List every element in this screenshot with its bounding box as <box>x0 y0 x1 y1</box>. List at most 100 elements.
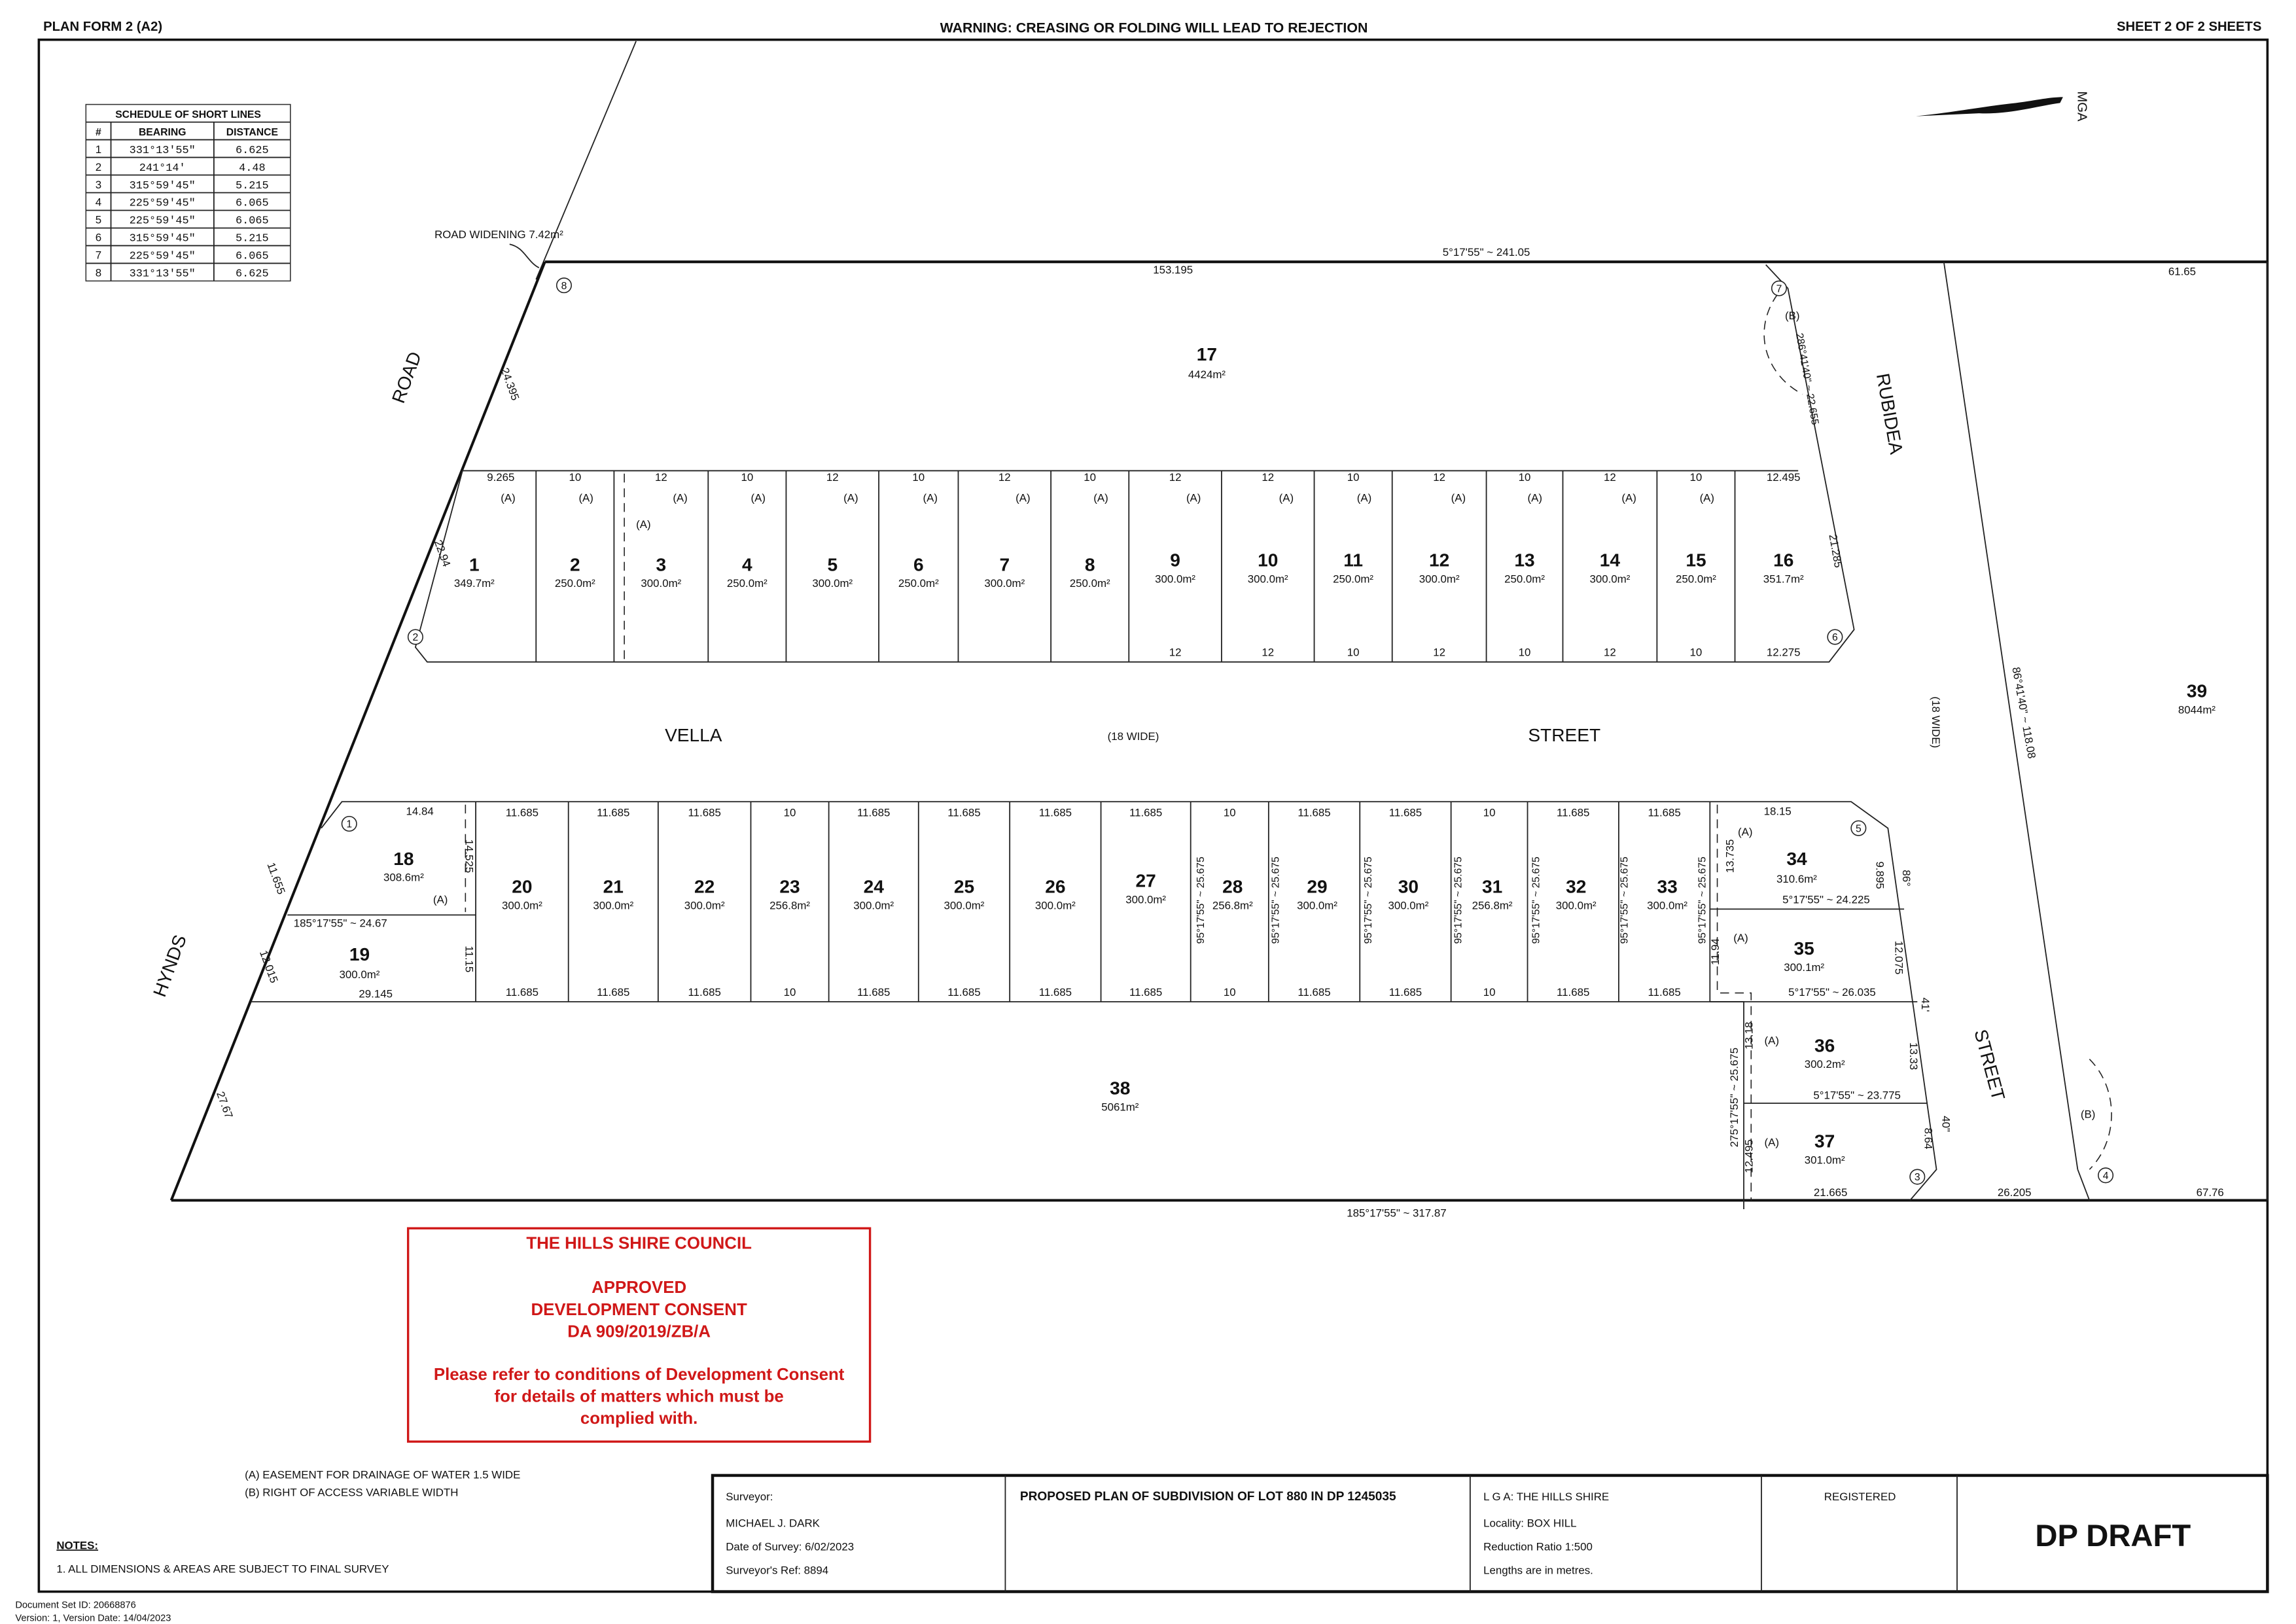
lot-rear-dimension: 11.685 <box>597 986 629 998</box>
lot-rear-dimension: 10 <box>784 986 796 998</box>
lot-area: 300.0m² <box>1419 573 1460 585</box>
lot-frontage: 12.495 <box>1767 471 1801 484</box>
easement-tag: (A) <box>1621 492 1636 504</box>
easement-tag: (A) <box>1451 492 1466 504</box>
lot-number: 28 <box>1222 877 1243 897</box>
lot-area: 250.0m² <box>1333 573 1373 585</box>
lot-area: 250.0m² <box>727 577 768 590</box>
plan-annotation: 40" <box>1940 1116 1952 1132</box>
lot-frontage: 11.685 <box>1389 807 1422 819</box>
lot-number: 15 <box>1686 550 1706 571</box>
lot-rear-dimension: 12 <box>1169 646 1182 659</box>
lot-number: 19 <box>349 944 370 964</box>
lot-rear-dimension: 11.685 <box>1648 986 1680 998</box>
lot-number: 14 <box>1600 550 1621 571</box>
lot-number: 25 <box>954 877 974 897</box>
lot-frontage: 12 <box>1262 471 1274 484</box>
lot-frontage: 10 <box>912 471 925 484</box>
lot-number: 22 <box>694 877 715 897</box>
registered-label: REGISTERED <box>1824 1491 1896 1503</box>
easement-tag: (A) <box>1764 1034 1778 1047</box>
lot-number: 27 <box>1136 871 1156 891</box>
plan-annotation: 67.76 <box>2197 1186 2224 1199</box>
lot-frontage: 12 <box>826 471 839 484</box>
plan-annotation: 12.075 <box>1893 941 1905 975</box>
lot-area: 300.1m² <box>1784 961 1824 974</box>
plan-annotation: 27.67 <box>214 1090 235 1120</box>
lot-number: 33 <box>1657 877 1677 897</box>
lot-rear-dimension: 12 <box>1433 646 1445 659</box>
surveyor-name: MICHAEL J. DARK <box>726 1517 820 1530</box>
table-cell: 5.215 <box>236 233 269 245</box>
lot-rear-dimension: 11.685 <box>1298 986 1330 998</box>
table-cell: 315°59'45" <box>130 180 196 192</box>
plan-annotation: HYNDS <box>149 932 190 1000</box>
easement-tag: (A) <box>1528 492 1542 504</box>
lot-area: 250.0m² <box>898 577 939 590</box>
table-cell: 315°59'45" <box>130 233 196 245</box>
dimension-labels: 9.265(A)10(A)12(A)10(A)12(A)10(A)12(A)10… <box>149 228 2224 1219</box>
svg-text:THE HILLS SHIRE COUNCIL: THE HILLS SHIRE COUNCIL <box>526 1235 752 1253</box>
lot-frontage: 10 <box>1347 471 1360 484</box>
side-bearing: 95°17'55" ~ 25.675 <box>1195 856 1207 944</box>
lot-number: 1 <box>469 554 480 574</box>
lot-area: 256.8m² <box>769 899 810 911</box>
corner-marker-icon <box>407 629 423 645</box>
notes-title: NOTES: <box>56 1539 98 1551</box>
table-cell: 7 <box>96 249 101 262</box>
easement-tag: (A) <box>433 893 448 906</box>
table-cell: 2 <box>96 161 101 173</box>
corner-marker-number: 8 <box>561 281 567 292</box>
lot-frontage: 11.685 <box>1557 807 1589 819</box>
lot-area: 300.0m² <box>593 899 633 911</box>
lot-frontage: 10 <box>1483 807 1496 819</box>
access-tag: (B) <box>1785 309 1799 322</box>
lots: 1349.7m²2250.0m²3300.0m²4250.0m²5300.0m²… <box>340 344 2216 1167</box>
plan-annotation: 286°41'40" ~ 22.655 <box>1793 332 1820 426</box>
plan-annotation: 11.655 <box>264 861 287 896</box>
lot-number: 16 <box>1773 550 1793 571</box>
lot-number: 17 <box>1197 344 1217 364</box>
table-cell: 5 <box>96 214 101 226</box>
plan-annotation: 86° <box>1900 870 1913 886</box>
side-bearing: 95°17'55" ~ 25.675 <box>1697 856 1708 944</box>
lot-area: 5061m² <box>1101 1101 1139 1113</box>
plan-annotation: 86°41'40" ~ 118.08 <box>2009 666 2038 760</box>
plan-title: PROPOSED PLAN OF SUBDIVISION OF LOT 880 … <box>1020 1490 1396 1504</box>
lot-area: 300.0m² <box>1035 899 1076 911</box>
surveyor-label: Surveyor: <box>726 1491 773 1503</box>
easement-tag: (A) <box>1764 1136 1778 1148</box>
north-arrow-icon: MGA <box>1916 91 2089 122</box>
lot-area: 310.6m² <box>1776 873 1817 885</box>
lot-area: 256.8m² <box>1472 899 1513 911</box>
table-cell: 331°13'55" <box>130 145 196 157</box>
table-cell: 225°59'45" <box>130 251 196 263</box>
easement-tag: (A) <box>1733 932 1748 944</box>
lot-area: 4424m² <box>1188 368 1226 381</box>
lot-rear-dimension: 11.685 <box>1039 986 1072 998</box>
lot-area: 300.0m² <box>1388 899 1428 911</box>
lot-area: 300.0m² <box>1647 899 1687 911</box>
lot-frontage: 10 <box>569 471 581 484</box>
lot-frontage: 11.685 <box>1298 807 1330 819</box>
plan-annotation: 61.65 <box>2168 265 2196 277</box>
lot-number: 11 <box>1343 550 1363 571</box>
dp-draft-status: DP DRAFT <box>2035 1519 2191 1553</box>
lot-rear-dimension: 11.685 <box>1389 986 1422 998</box>
plan-annotation: VELLA <box>665 725 722 745</box>
council-approval-stamp: THE HILLS SHIRE COUNCIL APPROVED DEVELOP… <box>406 1227 872 1443</box>
easement-tag: (A) <box>843 492 858 504</box>
plan-annotation: 185°17'55" ~ 24.67 <box>294 917 387 929</box>
lot-area: 250.0m² <box>1676 573 1716 585</box>
corner-marker-icon <box>556 277 572 294</box>
lot-rear-dimension: 10 <box>1690 646 1703 659</box>
plan-annotation: 13.33 <box>1907 1042 1920 1070</box>
plan-annotation: 8.64 <box>1922 1128 1935 1150</box>
lengths-note: Lengths are in metres. <box>1483 1564 1593 1577</box>
plan-annotation: (18 WIDE) <box>1108 730 1159 743</box>
sheet-label: SHEET 2 OF 2 SHEETS <box>2117 20 2261 34</box>
plan-annotation: 11.15 <box>463 945 475 972</box>
table-cell: 6.065 <box>236 198 269 210</box>
plan-annotation: 5°17'55" ~ 26.035 <box>1788 986 1876 998</box>
